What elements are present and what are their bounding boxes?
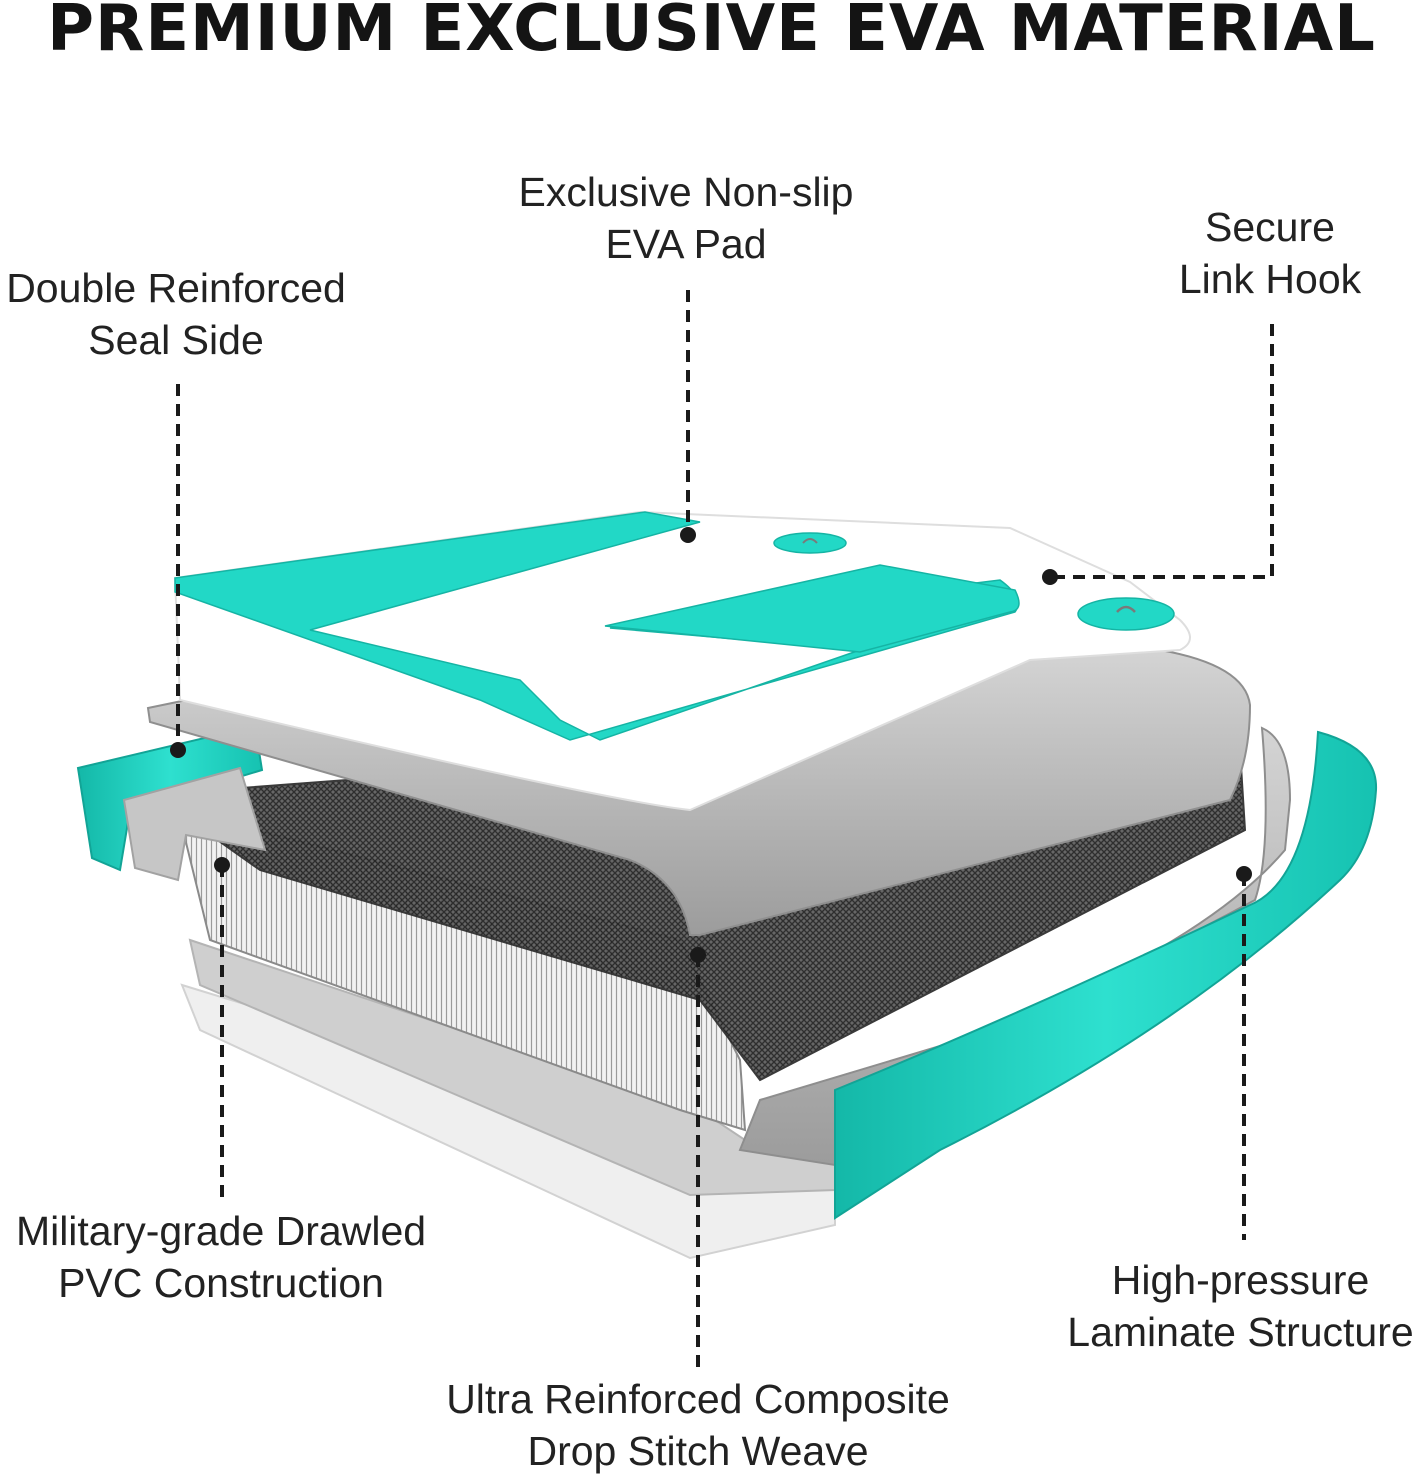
label-laminate-line2: Laminate Structure xyxy=(1067,1309,1414,1355)
label-drop-stitch-weave: Ultra Reinforced Composite Drop Stitch W… xyxy=(418,1373,978,1477)
link-hook-back xyxy=(773,532,847,554)
callout-dot-seal xyxy=(170,742,186,758)
link-hook-front xyxy=(1077,597,1175,631)
label-link-hook: Secure Link Hook xyxy=(1150,201,1390,305)
label-seal-side: Double Reinforced Seal Side xyxy=(0,262,352,366)
label-weave-line2: Drop Stitch Weave xyxy=(527,1428,869,1474)
label-pvc-line1: Military-grade Drawled xyxy=(15,1208,427,1254)
label-weave-line1: Ultra Reinforced Composite xyxy=(446,1376,950,1422)
label-laminate-line1: High-pressure xyxy=(1111,1257,1370,1303)
callout-dot-laminate xyxy=(1236,866,1252,882)
top-teal-wedge xyxy=(604,564,1020,653)
right-teal-strip xyxy=(834,730,1378,1220)
gray-pvc-layer xyxy=(122,766,267,882)
page-title: PREMIUM EXCLUSIVE EVA MATERIAL xyxy=(47,0,1376,66)
label-link-hook-line2: Link Hook xyxy=(1178,256,1362,302)
callout-lines xyxy=(176,290,1274,1368)
callout-dot-pvc xyxy=(214,857,230,873)
label-eva-pad-line2: EVA Pad xyxy=(605,221,767,267)
callout-line-hook xyxy=(1050,324,1274,579)
label-link-hook-line1: Secure xyxy=(1205,204,1335,250)
top-teal-front xyxy=(174,511,1019,741)
label-pvc-line2: PVC Construction xyxy=(58,1260,384,1306)
label-seal-side-line1: Double Reinforced xyxy=(6,265,346,311)
label-pvc-construction: Military-grade Drawled PVC Construction xyxy=(0,1205,442,1309)
callout-dots xyxy=(170,527,1252,963)
label-laminate-structure: High-pressure Laminate Structure xyxy=(1058,1254,1423,1358)
label-eva-pad: Exclusive Non-slip EVA Pad xyxy=(486,166,886,270)
callout-dot-hook xyxy=(1042,569,1058,585)
callout-dot-eva xyxy=(680,527,696,543)
label-seal-side-line2: Seal Side xyxy=(88,317,264,363)
callout-dot-weave xyxy=(690,947,706,963)
label-eva-pad-line1: Exclusive Non-slip xyxy=(518,169,854,215)
